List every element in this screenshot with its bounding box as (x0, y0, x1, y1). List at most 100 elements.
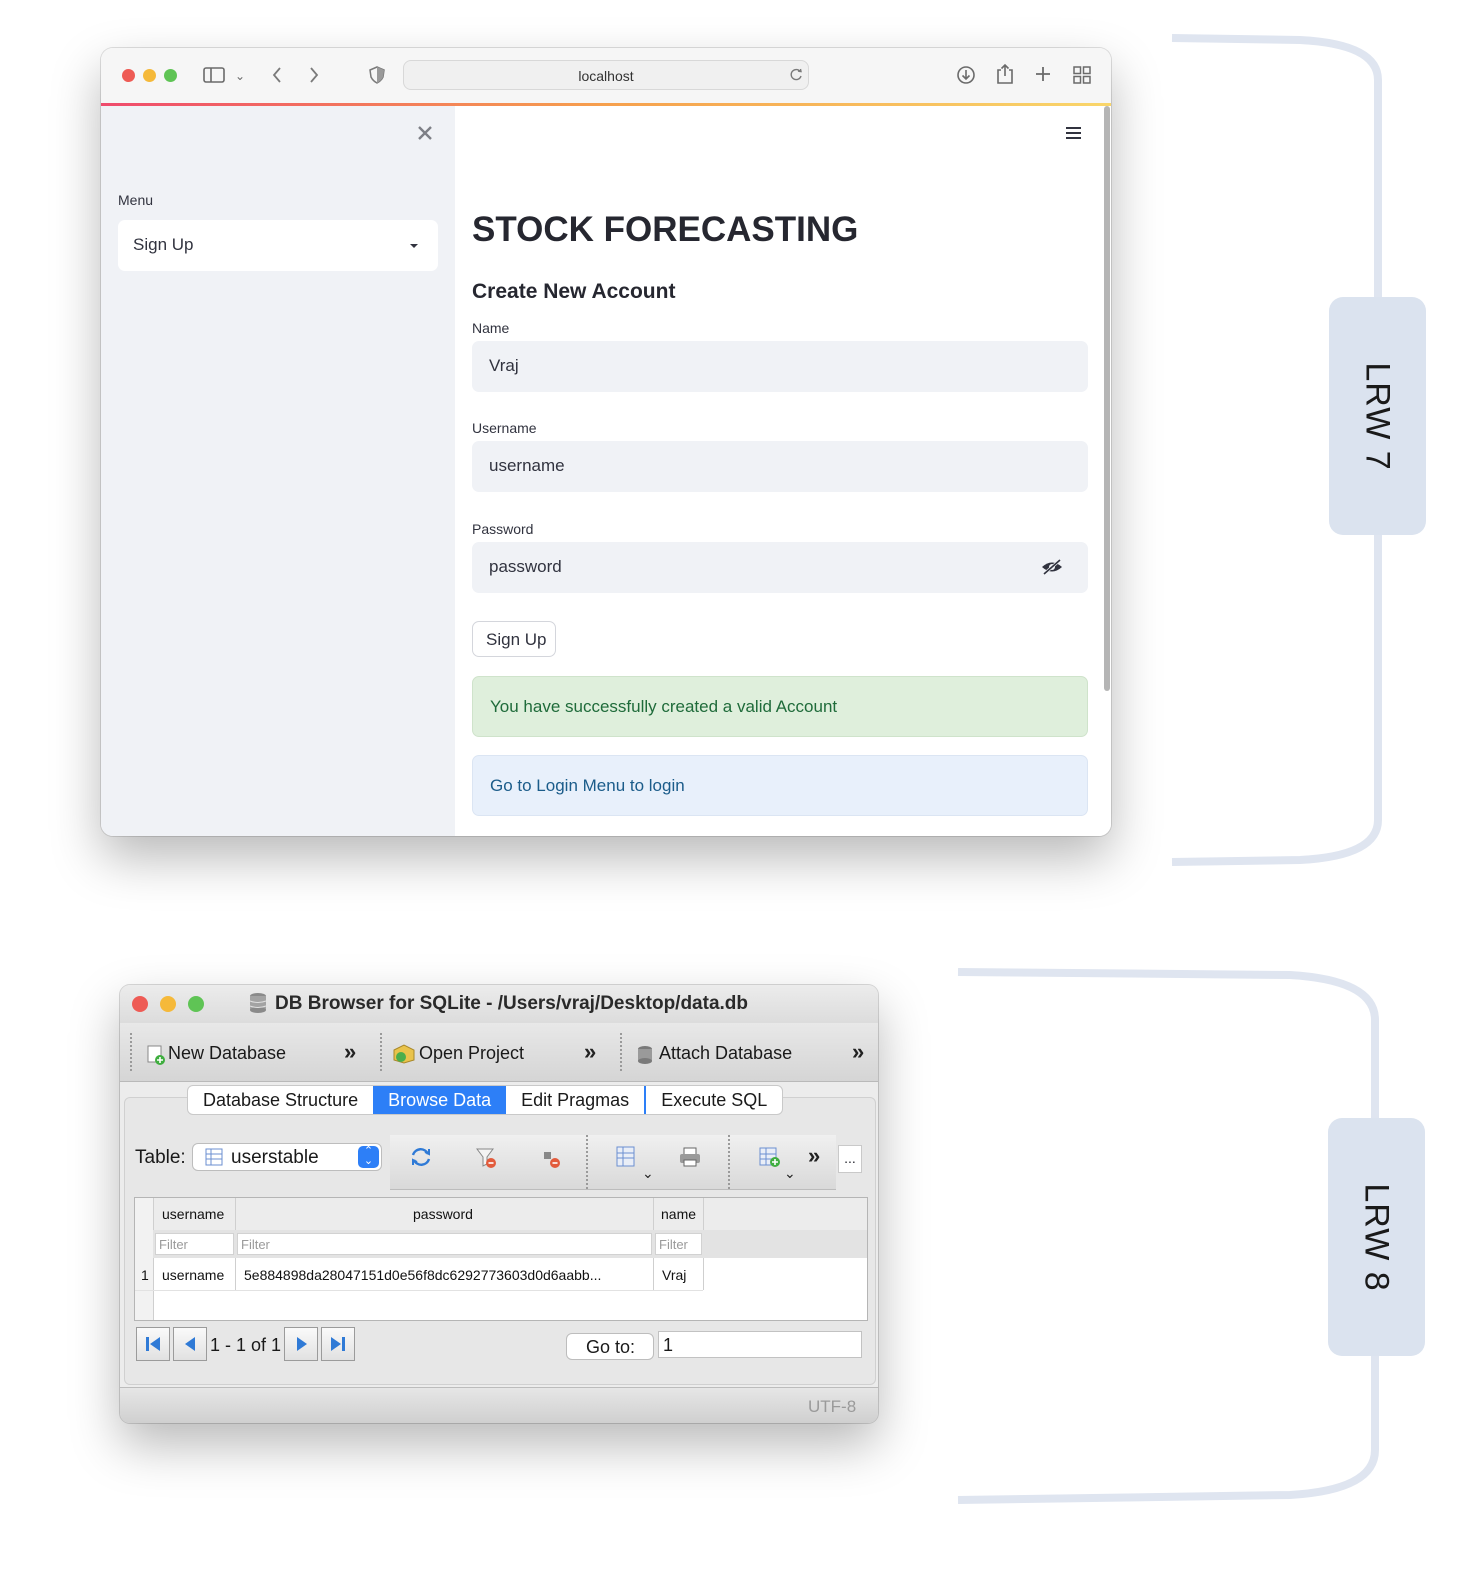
data-grid: username password name Filter Filter Fil… (134, 1197, 868, 1321)
username-input[interactable]: username (472, 441, 1088, 492)
grid-header (135, 1198, 867, 1231)
hamburger-menu-icon[interactable] (1065, 126, 1082, 140)
sign-up-button[interactable]: Sign Up (472, 621, 556, 657)
password-input[interactable]: password (472, 542, 1088, 593)
browser-toolbar: ⌄ localhost (101, 48, 1111, 104)
menu-label: Menu (118, 192, 154, 208)
address-bar[interactable]: localhost (403, 60, 809, 90)
zoom-window-button[interactable] (164, 69, 177, 82)
hide-password-icon[interactable] (1041, 558, 1063, 576)
next-page-button[interactable] (284, 1327, 318, 1361)
password-label: Password (472, 521, 534, 537)
last-page-icon (331, 1337, 345, 1351)
open-project-more-icon[interactable]: » (584, 1039, 597, 1064)
username-value: username (489, 456, 565, 475)
filter-input-name[interactable]: Filter (655, 1233, 702, 1255)
go-to-input[interactable]: 1 (658, 1331, 862, 1358)
database-icon (249, 993, 267, 1013)
next-page-icon (297, 1337, 307, 1351)
cell-password[interactable]: 5e884898da28047151d0e56f8dc6292773603d0d… (244, 1267, 602, 1283)
go-to-button[interactable]: Go to: (566, 1333, 654, 1360)
last-page-button[interactable] (321, 1327, 355, 1361)
db-minimize-button[interactable] (160, 996, 176, 1012)
browse-toolbar-more-icon[interactable]: » (808, 1143, 821, 1168)
open-project-button[interactable]: Open Project (419, 1043, 525, 1063)
previous-page-button[interactable] (173, 1327, 207, 1361)
browse-toolbar: ⌄ ⌄ » (390, 1135, 836, 1190)
table-row[interactable]: 1 username 5e884898da28047151d0e56f8dc62… (135, 1258, 703, 1291)
filter-input-password[interactable]: Filter (237, 1233, 652, 1255)
success-alert: You have successfully created a valid Ac… (472, 676, 1088, 737)
attach-database-button[interactable]: Attach Database (659, 1043, 793, 1063)
tab-database-structure[interactable]: Database Structure (203, 1090, 359, 1110)
table-select-stepper-icon: ⌃⌄ (358, 1146, 379, 1168)
lrw-label-bottom: LRW 8 (1328, 1118, 1425, 1356)
new-tab-icon[interactable] (1035, 66, 1051, 82)
table-select[interactable]: userstable ⌃⌄ (192, 1143, 382, 1171)
downloads-icon[interactable] (956, 65, 976, 85)
table-selected-value: userstable (231, 1147, 319, 1168)
attach-database-more-icon[interactable]: » (852, 1039, 865, 1064)
menu-select[interactable]: Sign Up (118, 220, 438, 271)
sidebar-toggle-icon[interactable] (203, 67, 225, 83)
info-message: Go to Login Menu to login (490, 776, 685, 795)
delete-record-icon[interactable] (541, 1149, 563, 1169)
chevron-down-icon[interactable]: ⌄ (235, 69, 246, 83)
new-database-icon (147, 1045, 165, 1065)
column-header-password[interactable]: password (413, 1206, 473, 1222)
tab-edit-pragmas[interactable]: Edit Pragmas (521, 1090, 630, 1110)
cell-name[interactable]: Vraj (662, 1267, 687, 1283)
browser-window: ⌄ localhost Menu Sign Up STOCK FORECASTI… (101, 48, 1111, 836)
go-to-value: 1 (663, 1335, 674, 1355)
pager-text: 1 - 1 of 1 (210, 1335, 282, 1355)
info-alert: Go to Login Menu to login (472, 755, 1088, 816)
filter-input-username[interactable]: Filter (155, 1233, 234, 1255)
reload-icon[interactable] (789, 68, 803, 82)
app-accent-bar (101, 103, 1111, 106)
toolbar-separator (586, 1135, 590, 1189)
name-input[interactable]: Vraj (472, 341, 1088, 392)
minimize-window-button[interactable] (143, 69, 156, 82)
toolbar-separator (728, 1135, 732, 1189)
close-window-button[interactable] (122, 69, 135, 82)
insert-record-icon[interactable] (758, 1146, 782, 1168)
tab-browse-data[interactable]: Browse Data (373, 1086, 507, 1114)
success-message: You have successfully created a valid Ac… (490, 697, 838, 716)
forward-icon[interactable] (308, 66, 320, 84)
filter-placeholder: Filter (159, 1237, 188, 1252)
new-database-more-icon[interactable]: » (344, 1039, 357, 1064)
main-tabs: Database Structure Browse Data Edit Prag… (187, 1085, 784, 1115)
column-header-username[interactable]: username (162, 1206, 225, 1222)
app-sidebar: Menu Sign Up (101, 106, 455, 836)
first-page-button[interactable] (136, 1327, 170, 1361)
bracket-bottom (957, 968, 1379, 1504)
privacy-shield-icon[interactable] (369, 66, 385, 84)
db-toolbar: New Database » Open Project » Attach Dat… (120, 1023, 878, 1082)
more-options-button[interactable]: ... (838, 1145, 862, 1173)
refresh-icon[interactable] (410, 1146, 432, 1168)
save-table-icon[interactable] (614, 1145, 638, 1167)
close-sidebar-icon[interactable] (417, 125, 433, 141)
scrollbar[interactable] (1104, 106, 1110, 691)
print-icon[interactable] (678, 1146, 702, 1168)
column-header-name[interactable]: name (661, 1206, 697, 1222)
tab-overview-icon[interactable] (1073, 66, 1091, 84)
back-icon[interactable] (271, 66, 283, 84)
open-project-icon (393, 1044, 415, 1064)
filter-placeholder: Filter (241, 1237, 270, 1252)
clear-filters-icon[interactable] (475, 1147, 497, 1169)
password-value: password (489, 557, 562, 576)
db-close-button[interactable] (132, 996, 148, 1012)
db-window-title: DB Browser for SQLite - /Users/vraj/Desk… (275, 993, 749, 1014)
previous-page-icon (185, 1337, 195, 1351)
save-table-dropdown-icon[interactable]: ⌄ (642, 1165, 654, 1181)
tab-execute-sql[interactable]: Execute SQL (644, 1086, 782, 1114)
insert-record-dropdown-icon[interactable]: ⌄ (784, 1165, 796, 1181)
new-database-button[interactable]: New Database (168, 1043, 287, 1063)
share-icon[interactable] (996, 63, 1014, 85)
name-value: Vraj (489, 356, 519, 375)
cell-username[interactable]: username (162, 1267, 225, 1283)
table-icon (205, 1148, 223, 1166)
app-main: STOCK FORECASTING Create New Account Nam… (455, 106, 1111, 836)
db-zoom-button[interactable] (188, 996, 204, 1012)
